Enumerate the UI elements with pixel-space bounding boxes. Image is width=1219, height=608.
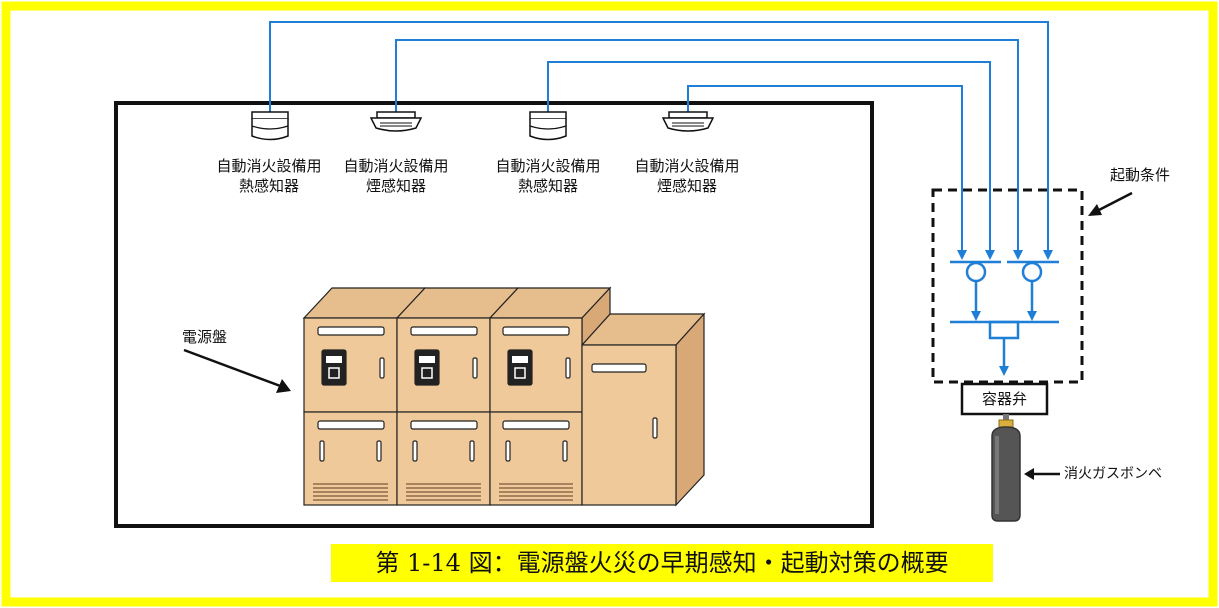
heat-detector-1 <box>251 111 289 141</box>
detector-label-3: 自動消火設備用 熱感知器 <box>478 156 618 196</box>
detector-label-2-line2: 煙感知器 <box>365 177 426 195</box>
relay-screens <box>326 356 528 379</box>
heat-detector-2 <box>529 111 567 141</box>
detector-label-2-line1: 自動消火設備用 <box>343 157 449 175</box>
wire-arrowheads <box>957 250 1053 260</box>
figure-caption: 第 1-14 図：電源盤火災の早期感知・起動対策の概要 <box>331 544 993 582</box>
signal-wires <box>269 21 1049 258</box>
start-condition-label: 起動条件 <box>1110 166 1171 184</box>
start-condition-box <box>931 188 1084 384</box>
wire-4 <box>687 85 963 258</box>
start-condition-arrow <box>1088 191 1133 216</box>
smoke-detector-1 <box>369 111 423 132</box>
smoke-detector-2 <box>661 111 715 132</box>
detector-label-3-line2: 熱感知器 <box>517 177 578 195</box>
power-panel <box>302 286 706 507</box>
detector-label-2: 自動消火設備用 煙感知器 <box>326 156 466 196</box>
detector-label-4: 自動消火設備用 煙感知器 <box>617 156 757 196</box>
detector-label-1-line1: 自動消火設備用 <box>216 157 322 175</box>
logic-arrowheads <box>971 311 1037 376</box>
panel-vents <box>313 483 573 501</box>
power-panel-arrow <box>183 348 291 393</box>
container-valve-box <box>960 382 1049 416</box>
wire-3 <box>547 61 991 258</box>
wire-2 <box>395 39 1019 258</box>
power-panel-label: 電源盤 <box>182 328 228 346</box>
detector-label-4-line2: 煙感知器 <box>656 177 717 195</box>
detector-label-3-line1: 自動消火設備用 <box>495 157 601 175</box>
start-logic <box>950 260 1059 366</box>
wire-1 <box>269 21 1049 258</box>
gas-cylinder <box>991 414 1021 522</box>
container-valve-label: 容器弁 <box>981 390 1027 408</box>
detector-label-1-line2: 熱感知器 <box>238 177 299 195</box>
gas-cylinder-label: 消火ガスボンベ <box>1064 466 1162 482</box>
gas-cylinder-arrow <box>1024 468 1060 480</box>
detector-label-4-line1: 自動消火設備用 <box>634 157 740 175</box>
detector-label-1: 自動消火設備用 熱感知器 <box>199 156 339 196</box>
